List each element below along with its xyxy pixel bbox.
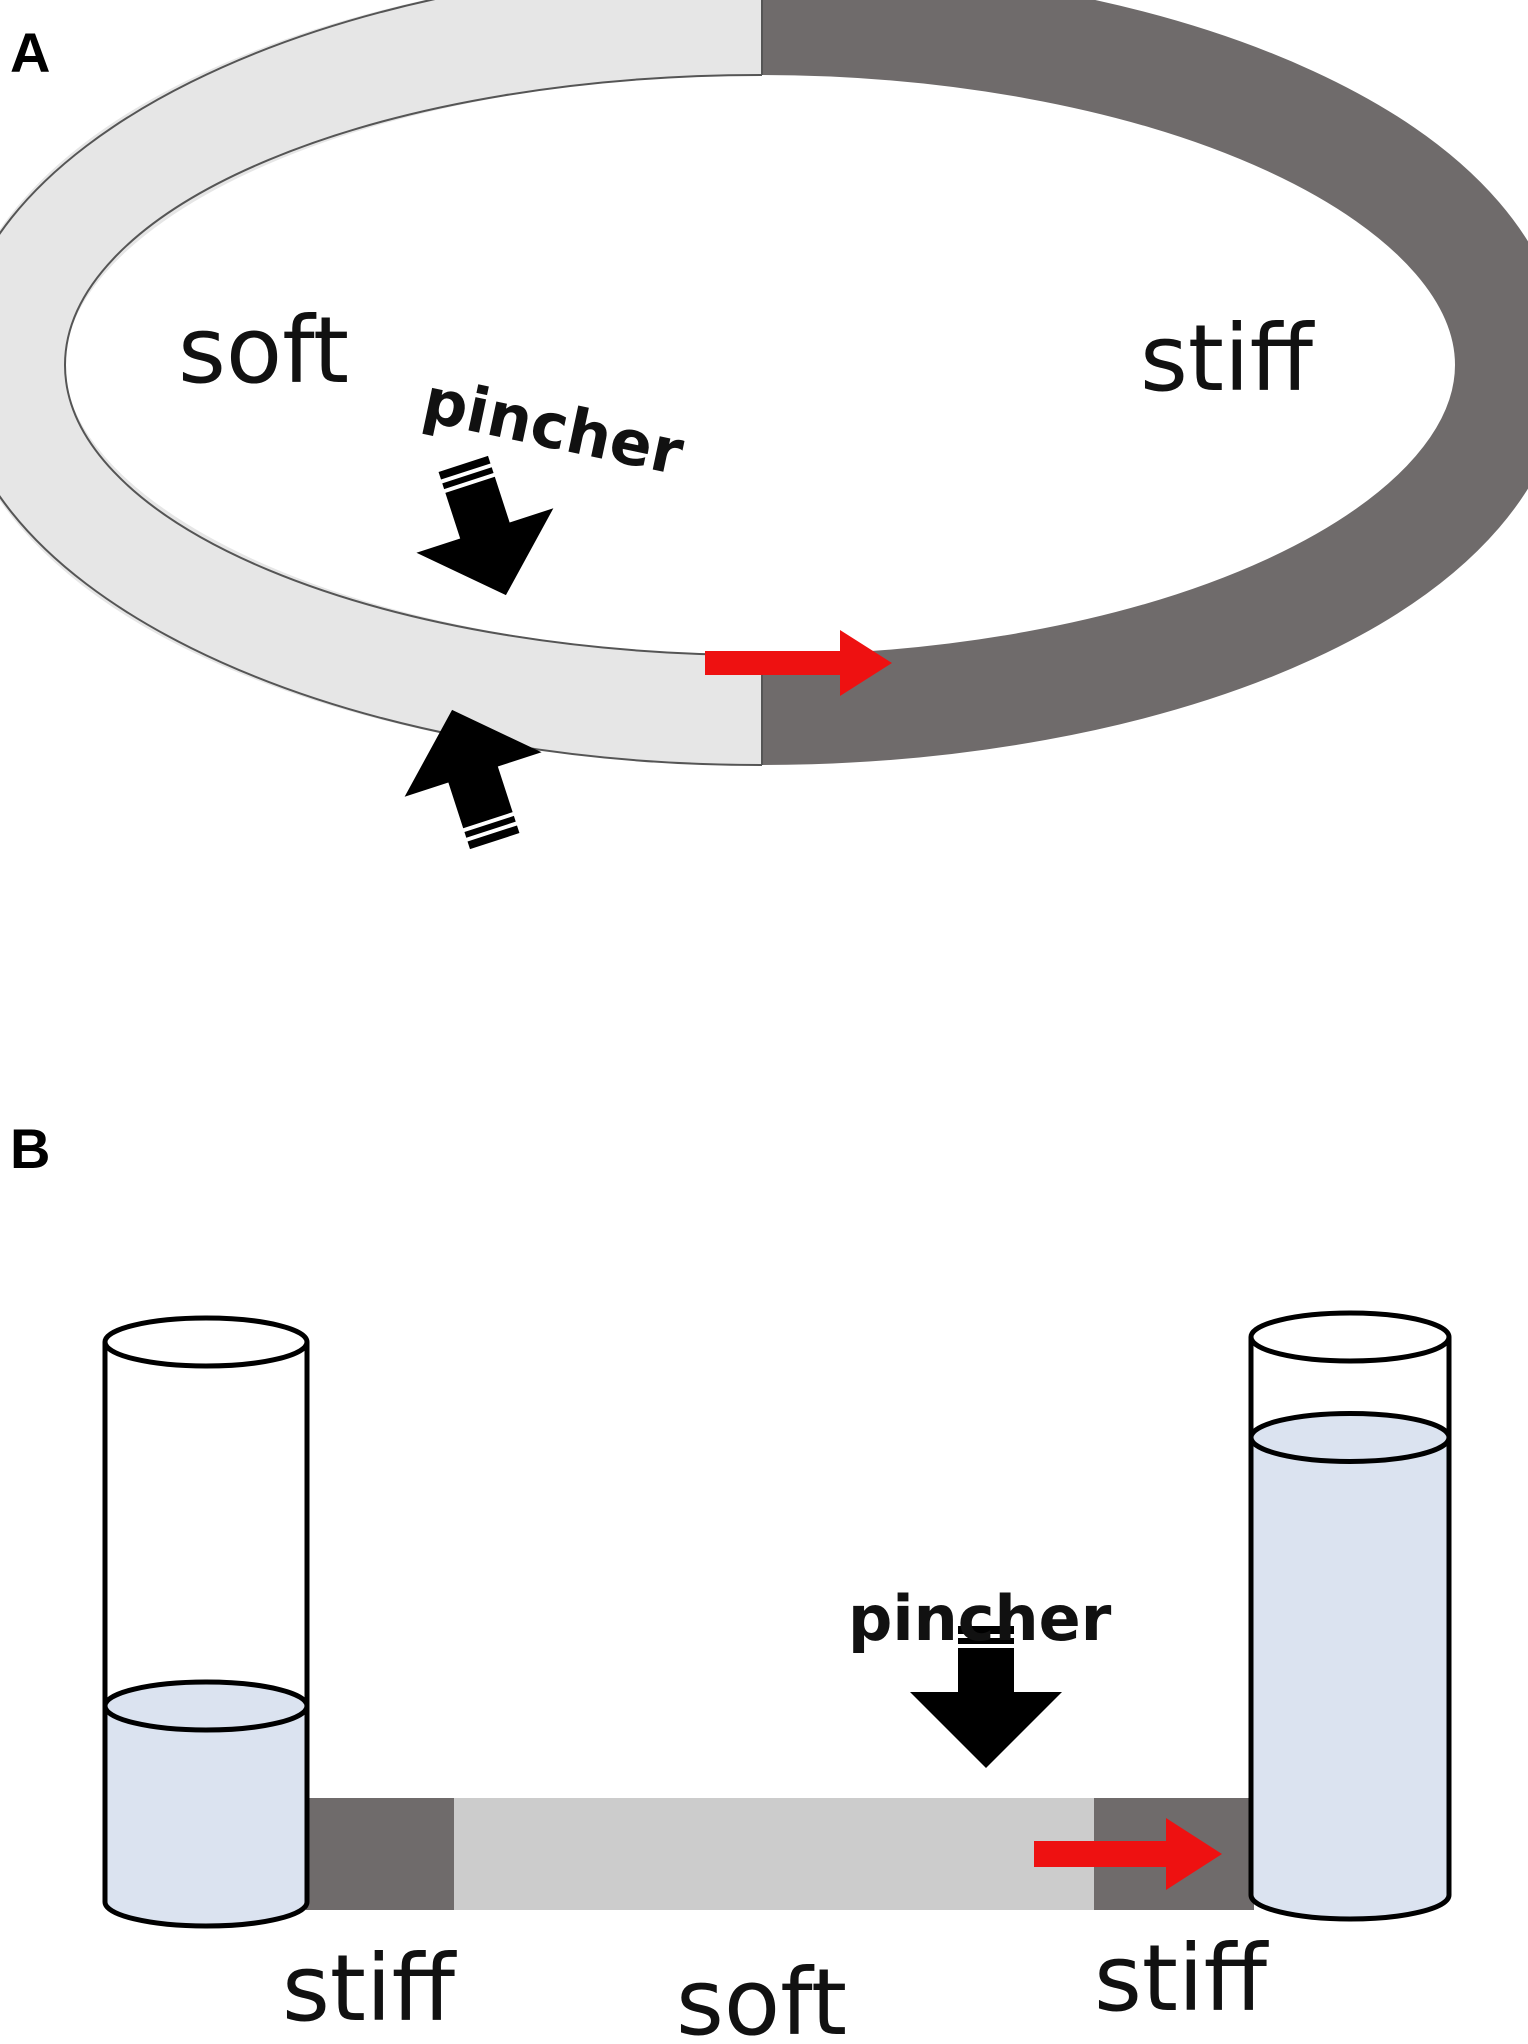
left-reservoir — [102, 1315, 310, 1929]
right-reservoir-water-surface — [1248, 1410, 1452, 1464]
up-arrow-icon — [404, 709, 542, 850]
stiff-loop-section — [762, 0, 1528, 765]
right-reservoir — [1248, 1310, 1452, 1922]
soft-label: soft — [178, 297, 349, 404]
stiff-left-label: stiff — [282, 1935, 458, 2042]
down-arrow-icon — [910, 1626, 1062, 1768]
right-reservoir-rim — [1248, 1310, 1452, 1364]
left-reservoir-rim — [102, 1315, 310, 1369]
stiff-right-label: stiff — [1094, 1925, 1270, 2032]
stiff-label: stiff — [1140, 305, 1316, 412]
right-arrow-icon — [1034, 1818, 1222, 1890]
soft-loop-section — [0, 0, 762, 765]
panel-a: A soft stiff pincher — [0, 0, 1528, 850]
right-reservoir-base — [1248, 1894, 1452, 1922]
left-reservoir-base — [102, 1901, 310, 1929]
soft-label: soft — [676, 1949, 847, 2044]
left-reservoir-water-surface — [102, 1679, 310, 1733]
right-reservoir-water — [1251, 1437, 1449, 1919]
down-arrow-icon — [416, 455, 554, 596]
stiff-tube-left — [306, 1798, 454, 1910]
panel-b-label: B — [10, 1117, 50, 1180]
panel-b: B pincher — [10, 1117, 1452, 2044]
soft-loop-outer-edge — [0, 0, 762, 766]
left-reservoir-water — [105, 1706, 307, 1926]
pincher-label: pincher — [848, 1582, 1112, 1655]
soft-tube-middle — [454, 1798, 1094, 1910]
right-arrow-icon — [705, 630, 892, 696]
panel-a-label: A — [10, 21, 50, 84]
